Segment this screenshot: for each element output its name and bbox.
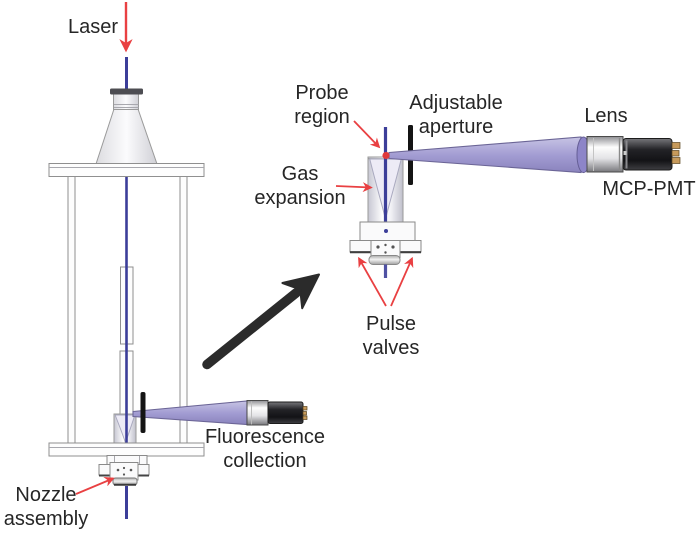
fluorescence-collection-label: Fluorescence collection (204, 426, 326, 472)
pmt-notch (623, 151, 627, 155)
nozzle-wing-left (98, 464, 111, 476)
entrance-cone-flask (95, 88, 158, 165)
frame-leg-right (179, 176, 188, 444)
pulse-valve-assembly (349, 221, 422, 278)
valve-wing-left (349, 240, 372, 253)
flask-body (95, 108, 158, 165)
gas-expansion-label: Gas expansion (254, 163, 346, 209)
probe-region-dot (382, 151, 390, 160)
fluorescence-cone-detail (388, 136, 582, 174)
pmt-pin (302, 415, 308, 420)
flask-rim (110, 88, 143, 95)
probe-region-annotation-arrow (353, 120, 381, 149)
pmt-pin (671, 150, 680, 157)
detail-view (335, 120, 681, 307)
lens-pmt-detail (576, 136, 681, 174)
top-plate (48, 163, 205, 177)
lens-label: Lens (584, 105, 628, 127)
nozzle-wing-right (137, 464, 150, 476)
nozzle-assembly (98, 455, 150, 486)
pmt-pin (671, 142, 681, 149)
pmt-body-detail (622, 138, 673, 171)
valve-wing-right (399, 240, 422, 253)
lens-tube-main (246, 400, 269, 426)
gas-expansion-annotation-arrow (335, 182, 373, 193)
zoom-arrow (202, 273, 320, 370)
pulse-valve-annotation-arrow-right (390, 256, 414, 307)
aperture-bar-main (140, 392, 146, 433)
fluorescence-detector-main (246, 400, 308, 426)
pmt-pin (302, 411, 307, 416)
pmt-pin (671, 157, 681, 164)
fluorescence-cone-main (132, 400, 248, 426)
lens-tube-detail (586, 136, 624, 173)
nozzle-block (109, 462, 139, 481)
probe-region-label: Probe region (294, 82, 350, 128)
main-view (48, 2, 320, 519)
nozzle-annotation-arrow (75, 477, 115, 495)
valve-cap (368, 255, 401, 265)
frame-leg-left (67, 176, 76, 444)
adjustable-aperture-label: Adjustable aperture (409, 92, 503, 138)
nozzle-assembly-label: Nozzle assembly (3, 484, 89, 530)
pmt-body-main (267, 401, 304, 424)
gas-expansion-region-main (113, 413, 137, 446)
laser-label: Laser (67, 16, 119, 38)
pulse-valve-annotation-arrow-left (358, 256, 387, 307)
bottom-plate (48, 442, 205, 457)
mcp-pmt-label: MCP-PMT (602, 178, 696, 200)
pmt-pin (302, 406, 308, 411)
valve-block (370, 240, 401, 258)
valve-center-dot (384, 229, 388, 233)
pulse-valves-label: Pulse valves (362, 313, 420, 359)
